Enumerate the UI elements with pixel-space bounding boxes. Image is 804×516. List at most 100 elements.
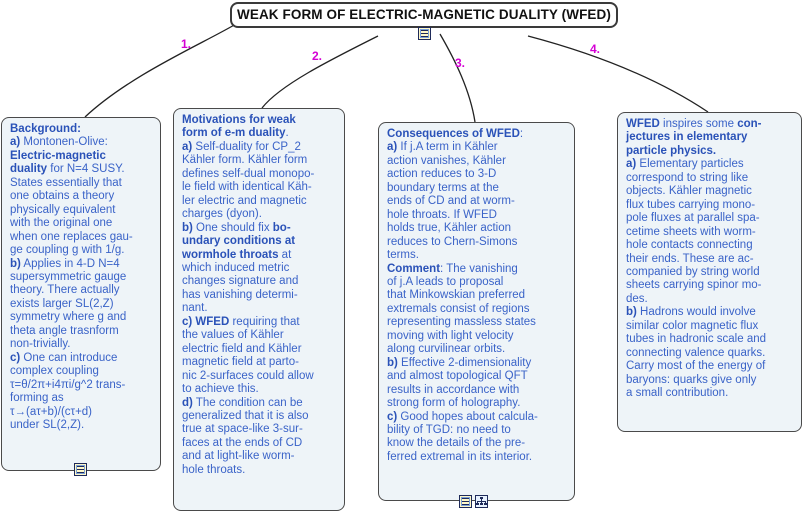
root-title[interactable]: WEAK FORM OF ELECTRIC-MAGNETIC DUALITY (…: [230, 2, 618, 28]
consequences-box[interactable]: Consequences of WFED:a) If j.A term in K…: [378, 122, 575, 501]
text-line: pole fluxes at parallel spa-: [626, 212, 760, 225]
text-line: know the details of the pre-: [387, 437, 526, 450]
text-line: strong form of holography.: [387, 397, 521, 410]
text-line: with the original one: [10, 217, 113, 230]
text-line: Carry most of the energy of: [626, 360, 766, 373]
text-line: theta angle trasnform: [10, 324, 119, 337]
text-line: physically equivalent: [10, 203, 116, 216]
text-line: WFED inspires some con-: [626, 118, 762, 130]
text-line: moving with light velocity: [387, 329, 514, 342]
text-line: holds true, Kähler action: [387, 222, 512, 235]
text-line: terms.: [387, 249, 419, 262]
text-line: boundary terms at the: [387, 181, 499, 194]
sitemap-icon[interactable]: [475, 495, 488, 508]
connector-1: [84, 23, 237, 118]
text-line: a) Elementary particles: [626, 158, 744, 171]
text-line: faces at the ends of CD: [182, 436, 303, 449]
text-line: Kähler form. Kähler form: [182, 154, 308, 167]
text-line: wormhole throats at: [182, 248, 292, 261]
text-line: magnetic field at parto-: [182, 356, 299, 369]
text-line: a) Self-duality for CP_2: [182, 140, 301, 153]
text-line: b) Hadrons would involve: [626, 306, 756, 319]
branch-number-3: 3.: [455, 56, 466, 70]
text-line: generalized that it is also: [182, 409, 309, 422]
text-line: objects. Kähler magnetic: [626, 185, 752, 198]
text-line: cetime sheets with worm-: [626, 225, 756, 238]
text-line: ge coupling g with 1/g.: [10, 244, 125, 257]
text-line: nant.: [182, 302, 208, 315]
background-box[interactable]: Background:a) Montonen-Olive:Electric-ma…: [1, 117, 161, 471]
text-line: exists larger SL(2,Z): [10, 297, 114, 310]
text-line: hole throats. If WFED: [387, 208, 497, 221]
text-line: ferred extremal in its interior.: [387, 450, 533, 463]
text-line: non-trivially.: [10, 338, 71, 351]
text-line: nic 2-surfaces could allow: [182, 369, 314, 382]
text-line: sheets carrying spinor mo-: [626, 279, 762, 292]
note-icon[interactable]: [459, 495, 472, 508]
text-line: undary conditions at: [182, 235, 296, 248]
text-line: supersymmetric gauge: [10, 270, 127, 283]
branch-number-2: 2.: [312, 49, 323, 63]
text-line: one obtains a theory: [10, 190, 115, 203]
text-line: duality for N=4 SUSY.: [10, 163, 125, 176]
text-line: changes signature and: [182, 275, 299, 288]
note-icon[interactable]: [74, 463, 87, 476]
connector-4: [527, 35, 709, 113]
text-line: along curvilinear orbits.: [387, 343, 506, 356]
text-line: Motivations for weak: [182, 114, 296, 126]
text-line: tubes in hadronic scale and: [626, 333, 767, 346]
text-line: ler electric and magnetic: [182, 194, 307, 207]
text-line: true at space-like 3-sur-: [182, 423, 303, 436]
text-line: τ→(aτ+b)/(cτ+d): [10, 405, 93, 418]
branch-number-1: 1.: [181, 37, 192, 51]
text-line: has vanishing determi-: [182, 288, 298, 301]
text-line: electric field and Kähler: [182, 342, 302, 355]
text-line: d) The condition can be: [182, 396, 303, 409]
text-line: connecting valence quarks.: [626, 346, 766, 359]
text-line: reduces to Chern-Simons: [387, 235, 518, 248]
text-line: defines self-dual monopo-: [182, 167, 315, 180]
text-line: jectures in elementary: [626, 131, 748, 144]
text-line: charges (dyon).: [182, 208, 262, 221]
text-line: Background:: [10, 123, 81, 135]
text-line: bility of TGD: no need to: [387, 423, 511, 436]
text-line: results in accordance with: [387, 383, 520, 396]
text-line: when one replaces gau-: [10, 230, 133, 243]
text-line: b) Effective 2-dimensionality: [387, 356, 532, 369]
text-line: hole contacts connecting: [626, 239, 753, 252]
connector-2: [261, 35, 379, 109]
text-line: theory. There actually: [10, 284, 120, 297]
text-line: and almost topological QFT: [387, 370, 528, 383]
text-line: to achieve this.: [182, 383, 259, 396]
text-line: representing massless states: [387, 316, 536, 329]
text-line: of j.A leads to proposal: [387, 275, 504, 288]
connector-3: [439, 33, 476, 123]
text-line: that Minkowskian preferred: [387, 289, 526, 302]
text-line: ends of CD and at worm-: [387, 195, 515, 208]
note-icon[interactable]: [418, 27, 431, 40]
conjectures-box[interactable]: WFED inspires some con-jectures in eleme…: [617, 112, 802, 432]
text-line: des.: [626, 292, 648, 305]
text-line: extremals consist of regions: [387, 302, 530, 315]
text-line: a) Montonen-Olive:: [10, 136, 108, 149]
branch-number-4: 4.: [590, 42, 601, 56]
text-line: forming as: [10, 392, 64, 405]
text-line: action vanishes, Kähler: [387, 154, 506, 167]
text-line: under SL(2,Z).: [10, 418, 85, 431]
text-line: particle physics.: [626, 144, 717, 157]
text-line: b) One should fix bo-: [182, 221, 291, 234]
text-line: c) WFED requiring that: [182, 315, 300, 328]
text-line: symmetry where g and: [10, 311, 127, 324]
text-line: c) One can introduce: [10, 351, 118, 364]
text-line: baryons: quarks give only: [626, 373, 757, 386]
text-line: which induced metric: [182, 261, 290, 274]
text-line: a) If j.A term in Kähler: [387, 141, 498, 154]
text-line: the values of Kähler: [182, 329, 284, 342]
text-line: flux tubes carrying mono-: [626, 198, 756, 211]
text-line: States essentially that: [10, 176, 122, 189]
text-line: action reduces to 3-D: [387, 168, 497, 181]
text-line: correspond to string like: [626, 171, 749, 184]
text-line: le field with identical Käh-: [182, 181, 312, 194]
